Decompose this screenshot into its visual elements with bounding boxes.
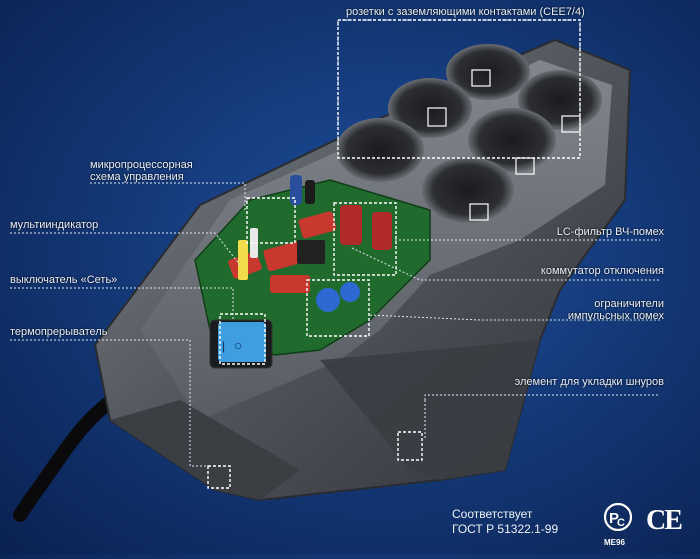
socket xyxy=(336,118,424,182)
svg-text:P: P xyxy=(609,510,619,527)
power-switch-on-mark: | xyxy=(222,339,225,353)
cord-storage-element xyxy=(320,340,540,480)
cert-code: МЕ96 xyxy=(604,538,625,547)
label-multiindicator: мультииндикатор xyxy=(10,219,99,231)
socket-group xyxy=(336,44,602,223)
ce-mark-icon: CE xyxy=(646,505,683,536)
label-microprocessor-line1: микропроцессорная xyxy=(90,159,193,171)
socket-markers xyxy=(427,69,581,221)
label-cord-storage: элемент для укладки шнуров xyxy=(514,376,664,388)
socket xyxy=(446,44,530,100)
label-sockets: розетки с заземляющими контактами (CEE7/… xyxy=(346,6,585,18)
pcb-components xyxy=(228,175,392,312)
power-cord xyxy=(13,388,127,522)
socket xyxy=(468,108,556,172)
rst-cert-icon: P C xyxy=(603,502,633,532)
callout-boxes xyxy=(207,19,581,489)
power-switch[interactable] xyxy=(218,322,266,362)
socket xyxy=(422,157,514,223)
label-limiters-line2: импульсных помех xyxy=(567,310,664,322)
svg-text:C: C xyxy=(617,517,625,529)
device-front-edge xyxy=(110,400,300,500)
power-switch-off-mark: ○ xyxy=(234,337,242,353)
label-disconnect-switch: коммутатор отключения xyxy=(540,265,664,277)
label-microprocessor-line2: схема управления xyxy=(90,171,184,183)
label-thermal-breaker: термопрерыватель xyxy=(10,326,108,338)
compliance-line2: ГОСТ Р 51322.1-99 xyxy=(452,522,559,536)
label-lc-filter: LC-фильтр ВЧ-помех xyxy=(556,226,664,238)
label-limiters-line1: ограничители xyxy=(594,298,664,310)
compliance-text: Соответствует ГОСТ Р 51322.1-99 xyxy=(452,507,558,537)
label-power-switch: выключатель «Сеть» xyxy=(10,274,118,286)
compliance-line1: Соответствует xyxy=(452,507,533,521)
